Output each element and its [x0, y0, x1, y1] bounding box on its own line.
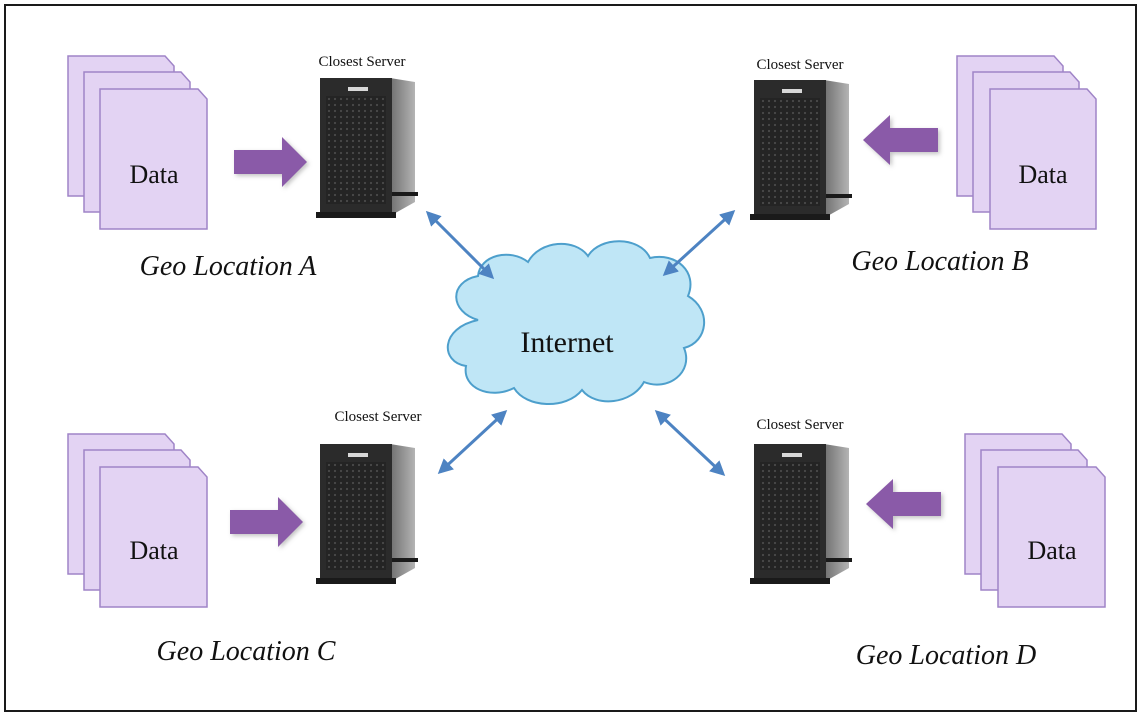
- server-label-b: Closest Server: [756, 57, 843, 73]
- internet-cloud: Internet: [447, 240, 705, 405]
- data-label-b: Data: [1018, 160, 1068, 189]
- data-stack-b: Data: [956, 55, 1097, 230]
- data-push-arrow-a: [234, 137, 307, 187]
- cloud-icon: [447, 240, 705, 405]
- internet-label: Internet: [520, 326, 614, 359]
- data-push-arrow-c: [230, 497, 303, 547]
- server-tower-icon: [316, 444, 418, 584]
- data-label-d: Data: [1027, 536, 1077, 565]
- location-d: Data Closest Server Geo Location D: [750, 417, 1106, 671]
- server-tower-icon: [316, 78, 418, 218]
- link-arrow-c: [437, 409, 508, 475]
- data-stack-c: Data: [67, 433, 208, 608]
- data-push-arrow-d: [866, 479, 941, 529]
- server-label-d: Closest Server: [756, 417, 843, 433]
- server-label-c: Closest Server: [334, 409, 421, 425]
- geo-label-d: Geo Location D: [856, 640, 1036, 671]
- link-arrow-b: [662, 209, 736, 277]
- data-stack-d: Data: [964, 433, 1106, 608]
- server-tower-icon: [750, 444, 852, 584]
- geo-label-c: Geo Location C: [157, 636, 336, 667]
- server-tower-icon: [750, 80, 852, 220]
- server-label-a: Closest Server: [318, 54, 405, 70]
- location-c: Data Closest Server Geo Location C: [67, 409, 422, 667]
- link-arrow-d: [654, 409, 726, 477]
- geo-label-a: Geo Location A: [140, 251, 318, 282]
- link-arrow-a: [425, 210, 495, 280]
- data-push-arrow-b: [863, 115, 938, 165]
- data-stack-a: Data: [67, 55, 208, 230]
- data-label-a: Data: [129, 160, 179, 189]
- location-a: Data Closest Server Geo Location A: [67, 54, 418, 282]
- geo-label-b: Geo Location B: [851, 246, 1028, 277]
- data-label-c: Data: [129, 536, 179, 565]
- location-b: Data Closest Server Geo Location B: [750, 55, 1097, 277]
